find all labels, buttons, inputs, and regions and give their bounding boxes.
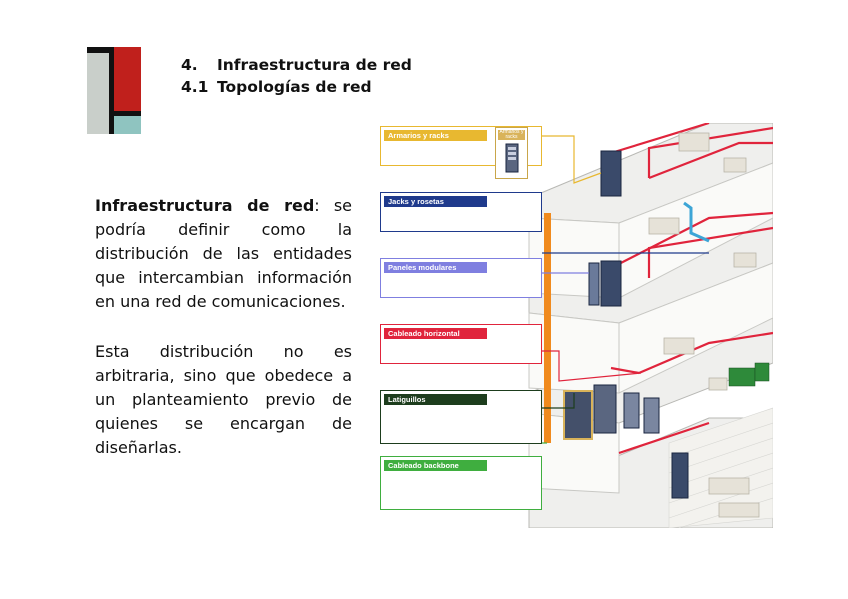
heading-number-1: 4. [181,54,217,76]
logo [87,47,141,134]
rack-icon-label: Armarios y racks [498,130,525,140]
legend-label: Jacks y rosetas [384,196,487,207]
legend-label: Paneles modulares [384,262,487,273]
rack-icon [496,141,527,177]
definition-term: Infraestructura de red [95,196,314,215]
legend-jacks-rosetas: Jacks y rosetas [380,192,542,232]
definition-paragraph: Infraestructura de red: se podría defini… [95,194,352,314]
explanation-paragraph: Esta distribución no es arbitraria, sino… [95,340,352,460]
legend-latiguillos: Latiguillos [380,390,542,444]
legend-cableado-backbone: Cableado backbone [380,456,542,510]
legend-paneles-modulares: Paneles modulares [380,258,542,298]
rack-icon-inset: Armarios y racks [495,127,528,179]
legend-label: Cableado horizontal [384,328,487,339]
heading-text-2: Topologías de red [217,78,372,96]
legend-cableado-horizontal: Cableado horizontal [380,324,542,364]
heading-text-1: Infraestructura de red [217,56,412,74]
legend-label: Armarios y racks [384,130,487,141]
heading-number-2: 4.1 [181,76,217,98]
legend-label: Latiguillos [384,394,487,405]
legend-label: Cableado backbone [384,460,487,471]
